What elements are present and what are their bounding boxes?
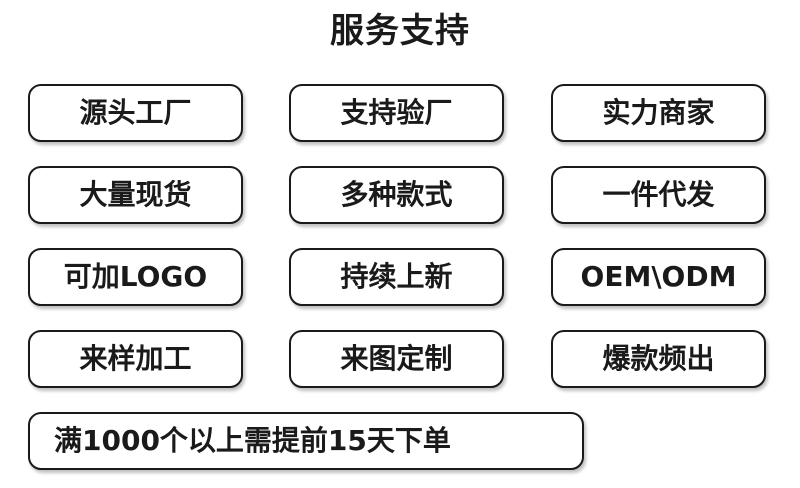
- tag-label: OEM\ODM: [580, 260, 737, 293]
- tag-factory-audit: 支持验厂: [289, 84, 504, 142]
- tag-label: 多种款式: [340, 178, 453, 211]
- tag-multiple-styles: 多种款式: [289, 166, 504, 224]
- tag-sample-processing: 来样加工: [28, 330, 243, 388]
- tag-label: 持续上新: [340, 260, 453, 293]
- tag-dropshipping: 一件代发: [551, 166, 766, 224]
- tag-label: 来图定制: [340, 342, 453, 375]
- tag-label: 源头工厂: [79, 96, 192, 129]
- tag-large-stock: 大量现货: [28, 166, 243, 224]
- notice-text: 满1000个以上需提前15天下单: [54, 424, 451, 457]
- tag-custom-logo: 可加LOGO: [28, 248, 243, 306]
- tag-label: 来样加工: [79, 342, 192, 375]
- tag-label: 爆款频出: [602, 342, 715, 375]
- notice-banner: 满1000个以上需提前15天下单: [28, 412, 584, 470]
- tag-strong-merchant: 实力商家: [551, 84, 766, 142]
- tag-hot-items: 爆款频出: [551, 330, 766, 388]
- tag-label: 实力商家: [602, 96, 715, 129]
- tag-label: 大量现货: [79, 178, 192, 211]
- tag-label: 可加LOGO: [63, 260, 208, 293]
- tag-factory-source: 源头工厂: [28, 84, 243, 142]
- tag-new-arrivals: 持续上新: [289, 248, 504, 306]
- tag-drawing-customization: 来图定制: [289, 330, 504, 388]
- tag-label: 支持验厂: [340, 96, 453, 129]
- tag-oem-odm: OEM\ODM: [551, 248, 766, 306]
- tag-label: 一件代发: [602, 178, 715, 211]
- page-title: 服务支持: [330, 11, 470, 51]
